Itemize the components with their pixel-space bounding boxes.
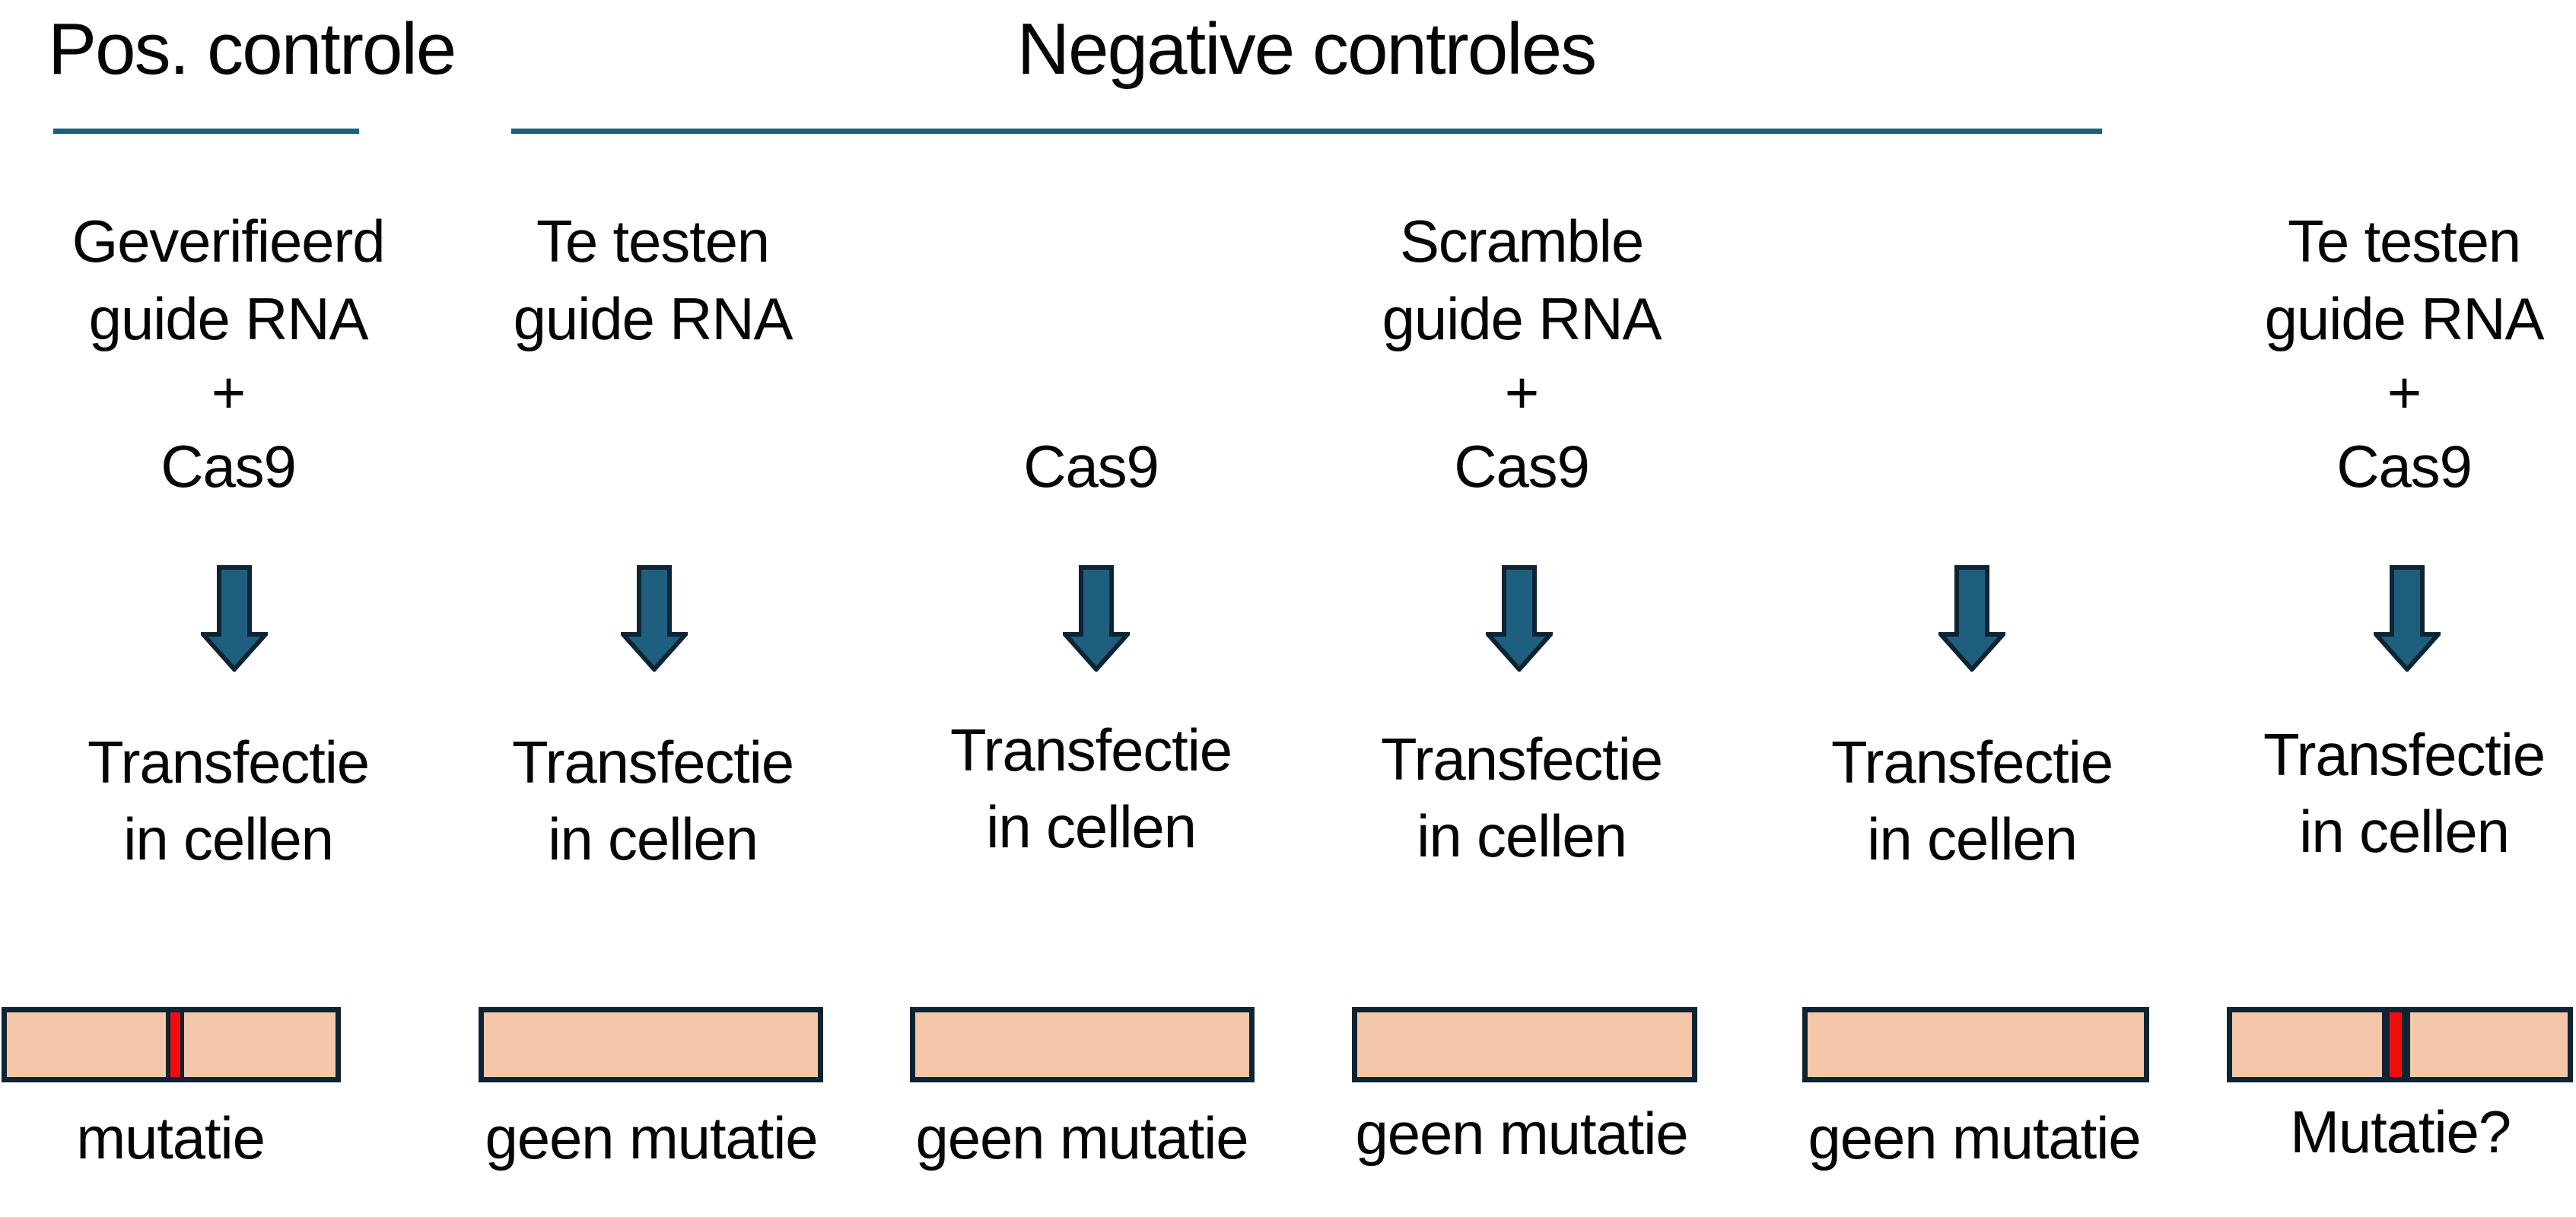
transfection-line-1: Transfectie	[511, 729, 794, 796]
transfection-line-2: in cellen	[1417, 802, 1627, 869]
condition-line-4: Cas9	[1023, 433, 1159, 500]
condition-line-2: guide RNA	[513, 285, 793, 352]
transfection-line-2: in cellen	[2299, 798, 2510, 865]
condition-line-3: +	[211, 359, 246, 426]
transfection-line-1: Transfectie	[1830, 729, 2113, 796]
condition-line-2: guide RNA	[1382, 285, 1662, 352]
positive-control-heading: Pos. controle	[48, 8, 456, 90]
result-label: geen mutatie	[1355, 1100, 1689, 1167]
down-arrow-icon	[1063, 565, 1130, 672]
down-arrow-icon	[1486, 565, 1553, 672]
condition-line-1: Te testen	[2287, 208, 2521, 275]
condition-line-3: +	[1504, 359, 1540, 426]
down-arrow-icon	[621, 565, 688, 672]
condition-line-1: Te testen	[536, 208, 770, 275]
condition-line-4: Cas9	[2336, 433, 2473, 500]
transfection-line-1: Transfectie	[87, 729, 370, 796]
result-label: geen mutatie	[1808, 1104, 2142, 1171]
negative-controls-heading: Negative controles	[1016, 8, 1597, 90]
dna-bar	[2227, 1007, 2573, 1082]
result-label: geen mutatie	[915, 1104, 1249, 1171]
down-arrow-icon	[2374, 565, 2441, 672]
condition-line-2: guide RNA	[88, 285, 369, 352]
condition-line-4: Cas9	[161, 433, 297, 500]
transfection-line-2: in cellen	[548, 806, 758, 872]
condition-line-3: +	[2387, 359, 2422, 426]
dna-bar	[479, 1007, 823, 1082]
negative-controls-underline	[511, 129, 2102, 134]
transfection-line-1: Transfectie	[949, 717, 1232, 783]
dna-bar	[1352, 1007, 1697, 1082]
condition-line-1: Scramble	[1399, 208, 1644, 275]
transfection-line-2: in cellen	[1867, 806, 2078, 872]
transfection-line-2: in cellen	[123, 806, 334, 872]
result-label: Mutatie?	[2290, 1098, 2511, 1165]
positive-control-underline	[53, 129, 359, 134]
mutation-stripe	[166, 1012, 184, 1077]
condition-line-2: guide RNA	[2264, 285, 2545, 352]
transfection-line-1: Transfectie	[1380, 726, 1663, 793]
transfection-line-2: in cellen	[986, 793, 1197, 860]
down-arrow-icon	[1938, 565, 2005, 672]
result-label: mutatie	[76, 1104, 266, 1171]
condition-line-1: Geverifieerd	[72, 208, 386, 275]
dna-bar	[1802, 1007, 2149, 1082]
result-label: geen mutatie	[485, 1104, 819, 1171]
condition-line-4: Cas9	[1454, 433, 1590, 500]
transfection-line-1: Transfectie	[2263, 721, 2546, 788]
dna-bar	[2, 1007, 341, 1082]
down-arrow-icon	[201, 565, 268, 672]
mutation-stripe	[2382, 1012, 2410, 1077]
dna-bar	[910, 1007, 1255, 1082]
